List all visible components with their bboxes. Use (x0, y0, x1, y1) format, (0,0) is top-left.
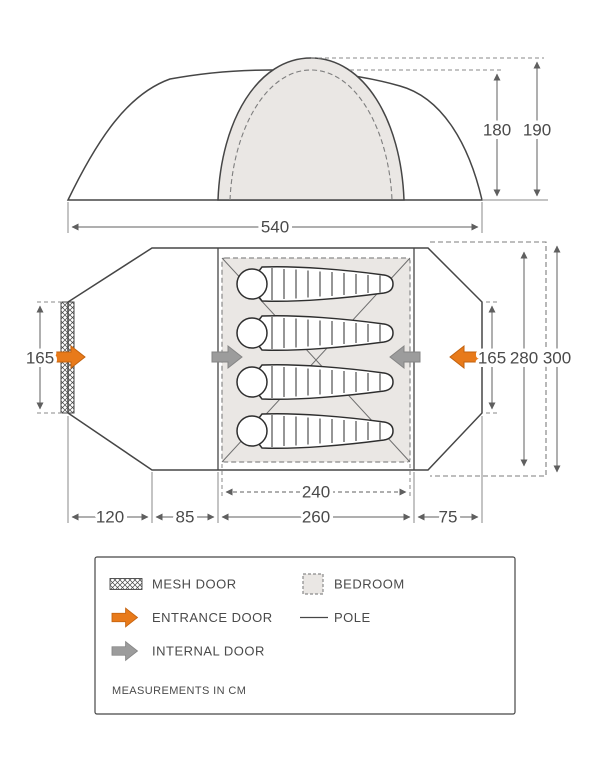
legend-pole-label: POLE (334, 610, 371, 625)
dim-inner-width: 260 (302, 508, 330, 527)
legend-box (94, 556, 516, 715)
legend: MESH DOOR ENTRANCE DOOR INTERNAL DOOR BE… (94, 556, 516, 715)
inner-tent-dashed-profile (229, 69, 393, 201)
dim-depth-total: 300 (543, 349, 571, 368)
side-elevation-view: 180 190 (66, 57, 555, 201)
dim-depth-body: 280 (510, 349, 538, 368)
legend-internal-door-label: INTERNAL DOOR (152, 644, 265, 659)
legend-mesh-door-label: MESH DOOR (152, 577, 237, 592)
legend-bedroom-label: BEDROOM (334, 577, 405, 592)
dim-height-inner: 180 (483, 121, 511, 140)
dim-bedroom-width: 240 (302, 483, 330, 502)
dim-door-right: 165 (478, 349, 506, 368)
internal-door-icon (111, 641, 138, 661)
legend-entrance-door-label: ENTRANCE DOOR (152, 610, 273, 625)
extension-dashed-outline (430, 241, 547, 477)
bedroom-icon (302, 573, 324, 595)
total-width-dimension: 540 (67, 202, 483, 240)
plan-dimensions: 165 165 280 300 240 120 85 260 75 (22, 245, 575, 530)
dim-door-left: 165 (26, 349, 54, 368)
floor-plan (54, 241, 547, 477)
dim-gap-left: 85 (176, 508, 195, 527)
dim-width-total: 540 (261, 218, 289, 237)
mesh-door-icon (109, 578, 143, 590)
dim-height-outer: 190 (523, 121, 551, 140)
dim-porch-left: 120 (96, 508, 124, 527)
entrance-door-icon (111, 607, 138, 628)
legend-note: MEASUREMENTS IN CM (112, 685, 246, 697)
dim-porch-right: 75 (439, 508, 458, 527)
